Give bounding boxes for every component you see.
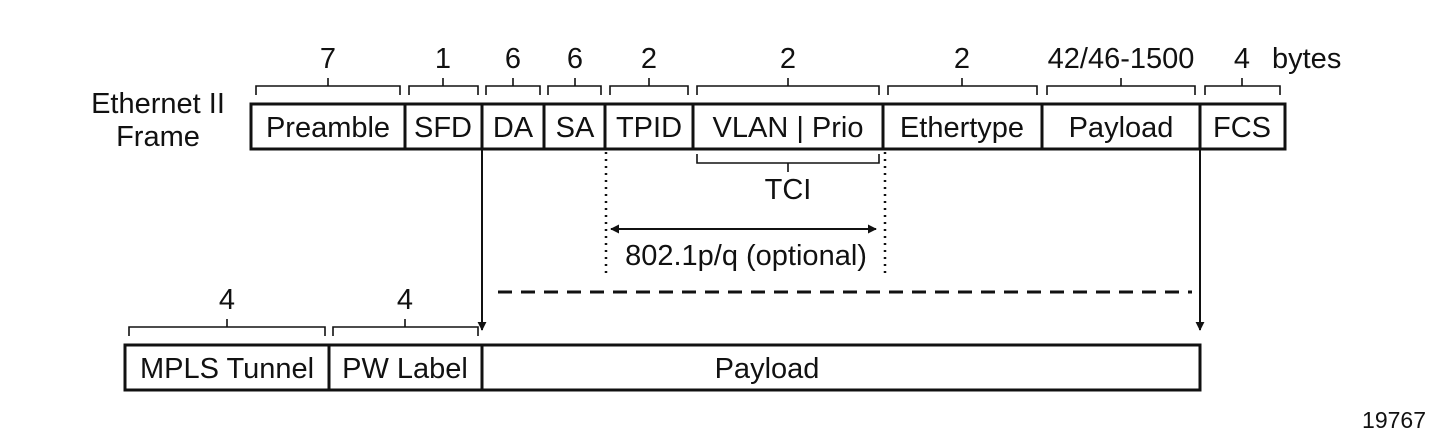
field-pw-label: PW Label: [327, 343, 484, 392]
field-sa-label: SA: [556, 112, 595, 144]
bytes-fcs: 4: [1234, 43, 1250, 75]
bracket-payload: [1046, 78, 1196, 95]
field-da: DA: [480, 102, 546, 151]
bracket-vlan-prio: [696, 78, 880, 95]
field-sfd-label: SFD: [414, 112, 472, 144]
bytes-sfd: 1: [435, 43, 451, 75]
field-vlan-prio: VLAN | Prio: [691, 102, 885, 151]
field-fcs-label: FCS: [1213, 112, 1271, 144]
bytes-vlan-prio: 2: [780, 43, 796, 75]
bracket-tpid: [609, 78, 689, 95]
ethernet-byte-brackets: [255, 78, 1281, 95]
frame-label-line2: Frame: [116, 121, 200, 153]
ethernet-frame: Preamble SFD DA SA TPID VLAN | Prio Ethe…: [249, 102, 1287, 151]
tci-label: TCI: [765, 174, 812, 206]
bytes-preamble: 7: [320, 43, 336, 75]
field-mpls-tunnel-label: MPLS Tunnel: [140, 353, 314, 385]
bytes-pw-label: 4: [397, 284, 413, 316]
bracket-da: [485, 78, 541, 95]
bracket-sa: [547, 78, 602, 95]
field-payload: Payload: [1040, 102, 1202, 151]
frame-label-line1: Ethernet II: [91, 88, 225, 120]
field-mpls-tunnel: MPLS Tunnel: [123, 343, 331, 392]
field-sfd: SFD: [403, 102, 484, 151]
bracket-fcs: [1204, 78, 1281, 95]
field-payload-label: Payload: [1069, 112, 1174, 144]
field-pw-payload: Payload: [480, 343, 1202, 392]
bytes-sa: 6: [567, 43, 583, 75]
field-pw-payload-label: Payload: [715, 353, 820, 385]
bytes-mpls-tunnel: 4: [219, 284, 235, 316]
bytes-da: 6: [505, 43, 521, 75]
field-tpid-label: TPID: [616, 112, 682, 144]
optional-label: 802.1p/q (optional): [625, 240, 867, 272]
bracket-pw-label: [332, 319, 479, 336]
figure-id: 19767: [1362, 407, 1426, 433]
field-ethertype: Ethertype: [881, 102, 1044, 151]
bracket-mpls-tunnel: [128, 319, 326, 336]
tci-bracket: [696, 154, 880, 172]
bracket-ethertype: [887, 78, 1038, 95]
field-da-label: DA: [493, 112, 534, 144]
field-preamble-label: Preamble: [266, 112, 390, 144]
field-tpid: TPID: [603, 102, 695, 151]
bracket-sfd: [408, 78, 479, 95]
field-sa: SA: [542, 102, 607, 151]
bytes-ethertype: 2: [954, 43, 970, 75]
bytes-payload: 42/46-1500: [1048, 43, 1195, 75]
bracket-preamble: [255, 78, 401, 95]
bytes-unit: bytes: [1272, 43, 1341, 75]
field-vlan-prio-label: VLAN | Prio: [713, 112, 864, 144]
field-ethertype-label: Ethertype: [900, 112, 1024, 144]
field-preamble: Preamble: [249, 102, 407, 151]
mpls-frame: MPLS Tunnel PW Label Payload: [123, 343, 1202, 392]
ethernet-byte-counts: 7 1 6 6 2 2 2 42/46-1500 4 bytes: [320, 43, 1341, 75]
field-fcs: FCS: [1198, 102, 1287, 151]
bytes-tpid: 2: [641, 43, 657, 75]
field-pw-label-label: PW Label: [342, 353, 468, 385]
